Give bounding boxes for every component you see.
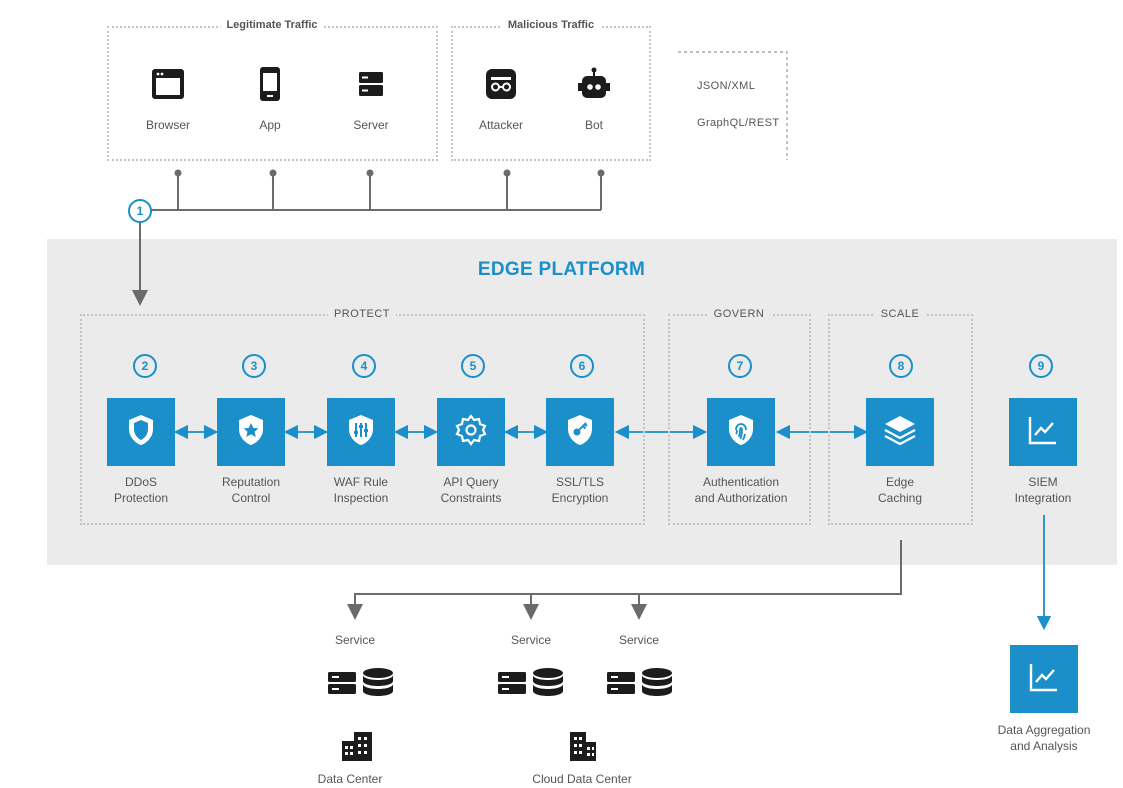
step-number-2: 2: [133, 354, 157, 378]
data-aggregation-caption: Data Aggregation and Analysis: [974, 722, 1114, 754]
cloud-data-center-label: Cloud Data Center: [532, 772, 632, 786]
scale-section-title: SCALE: [874, 308, 926, 320]
malicious-traffic-title: Malicious Traffic: [501, 19, 601, 31]
ddos-protection-box: [107, 398, 175, 466]
source-browser: Browser: [123, 66, 213, 132]
siem-integration-caption: SIEM Integration: [973, 474, 1113, 506]
attacker-label: Attacker: [478, 118, 523, 132]
shield-icon: [125, 413, 157, 452]
database-icon: [531, 668, 565, 696]
source-bot: Bot: [549, 66, 639, 132]
service-label-1: Service: [334, 633, 376, 647]
ssl-tls-encryption-box: [546, 398, 614, 466]
reputation-control-box: [217, 398, 285, 466]
edge-platform-title: EDGE PLATFORM: [477, 259, 646, 280]
auth-label-line1: Authentication: [702, 475, 780, 489]
mobile-app-icon: [252, 66, 288, 102]
api-query-label-line2: Constraints: [440, 491, 502, 505]
database-icon: [640, 668, 674, 696]
waf-rule-inspection-caption: WAF Rule Inspection: [291, 474, 431, 506]
edge-caching-label-line1: Edge: [885, 475, 915, 489]
app-label: App: [259, 118, 281, 132]
browser-icon: [150, 66, 186, 102]
ssl-tls-encryption-caption: SSL/TLS Encryption: [510, 474, 650, 506]
api-query-constraints-caption: API Query Constraints: [401, 474, 541, 506]
gear-icon: [453, 412, 489, 453]
bot-label: Bot: [584, 118, 603, 132]
step-number-7: 7: [728, 354, 752, 378]
auth-label-line2: and Authorization: [694, 491, 788, 505]
siem-label-line2: Integration: [1014, 491, 1072, 505]
chart-line-icon: [1026, 659, 1062, 700]
api-query-label-line1: API Query: [443, 475, 499, 489]
siem-integration-box: [1009, 398, 1077, 466]
ssl-tls-label-line1: SSL/TLS: [555, 475, 605, 489]
legitimate-traffic-title: Legitimate Traffic: [220, 19, 324, 31]
source-server: Server: [326, 66, 416, 132]
reputation-control-caption: Reputation Control: [181, 474, 321, 506]
server-icon: [353, 66, 389, 102]
step-number-1: 1: [128, 199, 152, 223]
step-number-8: 8: [889, 354, 913, 378]
attacker-icon: [483, 66, 519, 102]
server-label: Server: [353, 118, 389, 132]
database-icon: [361, 668, 395, 696]
server-icon: [497, 668, 527, 694]
step-number-4: 4: [352, 354, 376, 378]
bot-icon: [576, 66, 612, 102]
service-2-icons: [497, 668, 565, 700]
ddos-label-line2: Protection: [113, 491, 169, 505]
authentication-authorization-box: [707, 398, 775, 466]
protocol-json-xml: JSON/XML: [697, 80, 756, 92]
source-app: App: [225, 66, 315, 132]
data-aggregation-box: [1010, 645, 1078, 713]
waf-label-line2: Inspection: [333, 491, 389, 505]
siem-label-line1: SIEM: [1028, 475, 1058, 489]
fingerprint-icon: [725, 413, 757, 452]
layers-icon: [882, 413, 918, 452]
data-center-label: Data Center: [317, 772, 383, 786]
step-number-3: 3: [242, 354, 266, 378]
reputation-label-line1: Reputation: [221, 475, 281, 489]
waf-rule-inspection-box: [327, 398, 395, 466]
step-number-9: 9: [1029, 354, 1053, 378]
waf-label-line1: WAF Rule: [333, 475, 389, 489]
step-number-5: 5: [461, 354, 485, 378]
browser-label: Browser: [145, 118, 190, 132]
api-query-constraints-box: [437, 398, 505, 466]
cloud-building-icon: [566, 729, 600, 768]
ssl-tls-label-line2: Encryption: [551, 491, 609, 505]
edge-caching-label-line2: Caching: [877, 491, 923, 505]
edge-caching-caption: Edge Caching: [830, 474, 970, 506]
reputation-label-line2: Control: [231, 491, 271, 505]
chart-line-icon: [1025, 412, 1061, 453]
service-label-3: Service: [618, 633, 660, 647]
source-attacker: Attacker: [456, 66, 546, 132]
server-icon: [327, 668, 357, 694]
edge-caching-box: [866, 398, 934, 466]
star-badge-icon: [235, 413, 267, 452]
aggregation-label-line1: Data Aggregation: [997, 723, 1091, 737]
filter-sliders-icon: [345, 413, 377, 452]
aggregation-label-line2: and Analysis: [1010, 739, 1078, 753]
service-label-2: Service: [510, 633, 552, 647]
ddos-protection-caption: DDoS Protection: [71, 474, 211, 506]
service-3-icons: [606, 668, 674, 700]
key-shield-icon: [564, 413, 596, 452]
building-icon: [340, 729, 374, 768]
govern-section-title: GOVERN: [707, 308, 771, 320]
protocol-graphql-rest: GraphQL/REST: [697, 117, 780, 129]
server-icon: [606, 668, 636, 694]
authentication-authorization-caption: Authentication and Authorization: [671, 474, 811, 506]
step-number-6: 6: [570, 354, 594, 378]
service-1-icons: [327, 668, 395, 700]
protect-section-title: PROTECT: [327, 308, 397, 320]
ddos-label-line1: DDoS: [124, 475, 157, 489]
